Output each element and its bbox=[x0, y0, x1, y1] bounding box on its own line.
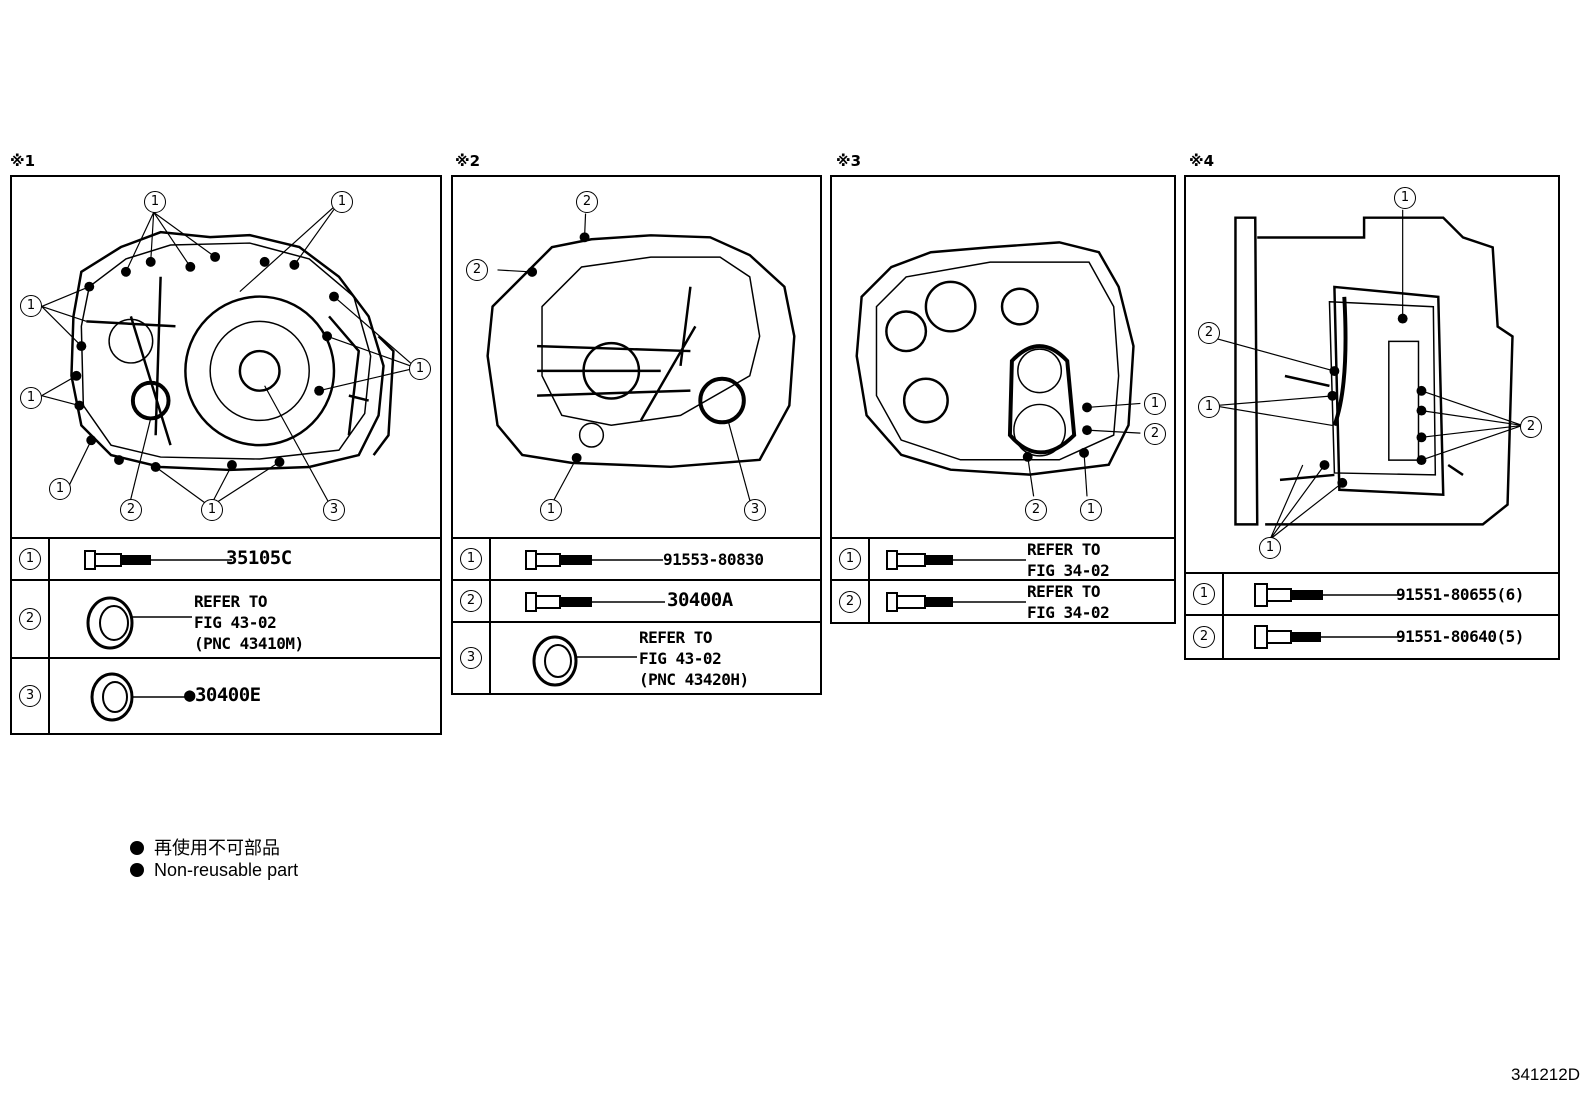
bolt-icon bbox=[84, 550, 232, 570]
callout-3: 3 bbox=[744, 499, 766, 521]
parts-row-1: 1 91551-80655(6) bbox=[1186, 574, 1558, 616]
panel-1-drawing: 1 1 1 1 1 1 1 2 3 bbox=[12, 177, 440, 539]
transaxle-oil-pan-view bbox=[1213, 209, 1523, 540]
panel-3-mark: ※3 bbox=[836, 152, 862, 170]
part-number: 91551-80655(6) bbox=[1396, 585, 1524, 604]
key-number: 2 bbox=[1193, 626, 1215, 648]
panel-2: 2 2 1 3 1 91553-80830 2 30400A 3 bbox=[451, 175, 822, 695]
non-reusable-dot-icon bbox=[130, 841, 144, 855]
bolt-icon bbox=[525, 550, 663, 570]
oil-seal-icon bbox=[532, 635, 637, 687]
callout-1: 1 bbox=[20, 295, 42, 317]
callout-1: 1 bbox=[1259, 537, 1281, 559]
part-reference: REFER TO FIG 43-02 (PNC 43410M) bbox=[194, 592, 304, 653]
key-number: 1 bbox=[19, 548, 41, 570]
panel-2-mark: ※2 bbox=[455, 152, 481, 170]
key-number: 1 bbox=[839, 548, 861, 570]
part-reference: REFER TO FIG 34-02 bbox=[1027, 582, 1110, 622]
callout-1: 1 bbox=[201, 499, 223, 521]
callout-2: 2 bbox=[120, 499, 142, 521]
callout-1: 1 bbox=[1198, 396, 1220, 418]
part-number: ●30400E bbox=[184, 684, 261, 706]
parts-row-2: 2 REFER TO FIG 34-02 bbox=[832, 581, 1174, 622]
parts-row-1: 1 REFER TO FIG 34-02 bbox=[832, 539, 1174, 581]
part-number: 91553-80830 bbox=[663, 550, 764, 569]
callout-1: 1 bbox=[409, 358, 431, 380]
key-cell: 2 bbox=[832, 581, 870, 622]
callout-2: 2 bbox=[1025, 499, 1047, 521]
legend-japanese: 再使用不可部品 bbox=[130, 834, 280, 860]
parts-row-2: 2 91551-80640(5) bbox=[1186, 616, 1558, 658]
callout-2: 2 bbox=[1144, 423, 1166, 445]
panel-1-mark: ※1 bbox=[10, 152, 36, 170]
panel-4-drawing: 1 2 1 2 1 bbox=[1186, 177, 1558, 574]
key-cell: 3 bbox=[12, 659, 50, 733]
bolt-icon bbox=[1254, 583, 1400, 607]
panel-3: 1 2 2 1 1 REFER TO FIG 34-02 2 REFER TO … bbox=[830, 175, 1176, 624]
panel-1: 1 1 1 1 1 1 1 2 3 1 35105C 2 REFER TO FI… bbox=[10, 175, 442, 735]
key-number: 1 bbox=[1193, 583, 1215, 605]
callout-2: 2 bbox=[1520, 416, 1542, 438]
bolt-icon bbox=[1254, 625, 1400, 649]
parts-row-2: 2 REFER TO FIG 43-02 (PNC 43410M) bbox=[12, 581, 440, 659]
parts-row-3: 3 REFER TO FIG 43-02 (PNC 43420H) bbox=[453, 623, 820, 693]
panel-4: 1 2 1 2 1 1 91551-80655(6) 2 91551-80640… bbox=[1184, 175, 1560, 660]
callout-1: 1 bbox=[1394, 187, 1416, 209]
key-cell: 1 bbox=[1186, 574, 1224, 614]
key-number: 2 bbox=[460, 590, 482, 612]
callout-3: 3 bbox=[323, 499, 345, 521]
part-number: 91551-80640(5) bbox=[1396, 627, 1524, 646]
key-cell: 3 bbox=[453, 623, 491, 693]
callout-1: 1 bbox=[1144, 393, 1166, 415]
bolt-icon bbox=[525, 592, 665, 612]
callout-1: 1 bbox=[1080, 499, 1102, 521]
key-cell: 2 bbox=[453, 581, 491, 621]
bolt-icon bbox=[886, 592, 1026, 612]
key-number: 2 bbox=[19, 608, 41, 630]
parts-row-1: 1 91553-80830 bbox=[453, 539, 820, 581]
oil-seal-icon bbox=[86, 596, 192, 650]
transaxle-case-rear-view bbox=[486, 213, 796, 508]
part-number: 35105C bbox=[226, 547, 292, 569]
part-number: 30400A bbox=[667, 589, 733, 611]
key-cell: 1 bbox=[832, 539, 870, 579]
callout-1: 1 bbox=[20, 387, 42, 409]
oil-seal-icon bbox=[90, 672, 186, 722]
key-cell: 1 bbox=[12, 539, 50, 579]
callout-1: 1 bbox=[540, 499, 562, 521]
panel-2-drawing: 2 2 1 3 bbox=[453, 177, 820, 539]
figure-code: 341212D bbox=[1510, 1065, 1580, 1084]
key-cell: 2 bbox=[12, 581, 50, 657]
legend-english: Non-reusable part bbox=[130, 860, 298, 881]
callout-1: 1 bbox=[144, 191, 166, 213]
panel-3-drawing: 1 2 2 1 bbox=[832, 177, 1174, 539]
part-reference: REFER TO FIG 43-02 (PNC 43420H) bbox=[639, 628, 749, 689]
non-reusable-dot-icon bbox=[130, 863, 144, 877]
callout-2: 2 bbox=[1198, 322, 1220, 344]
callout-1: 1 bbox=[49, 478, 71, 500]
callout-1: 1 bbox=[331, 191, 353, 213]
transaxle-cover-view bbox=[855, 241, 1141, 497]
key-cell: 2 bbox=[1186, 616, 1224, 658]
transaxle-case-front-view bbox=[41, 202, 417, 508]
panel-4-mark: ※4 bbox=[1189, 152, 1215, 170]
parts-row-3: 3 ●30400E bbox=[12, 659, 440, 733]
parts-row-1: 1 35105C bbox=[12, 539, 440, 581]
key-cell: 1 bbox=[453, 539, 491, 579]
callout-2: 2 bbox=[576, 191, 598, 213]
key-number: 3 bbox=[460, 647, 482, 669]
part-reference: REFER TO FIG 34-02 bbox=[1027, 540, 1110, 580]
callout-2: 2 bbox=[466, 259, 488, 281]
parts-row-2: 2 30400A bbox=[453, 581, 820, 623]
bolt-icon bbox=[886, 550, 1026, 570]
key-number: 2 bbox=[839, 590, 861, 613]
key-number: 3 bbox=[19, 685, 41, 707]
key-number: 1 bbox=[460, 548, 482, 570]
